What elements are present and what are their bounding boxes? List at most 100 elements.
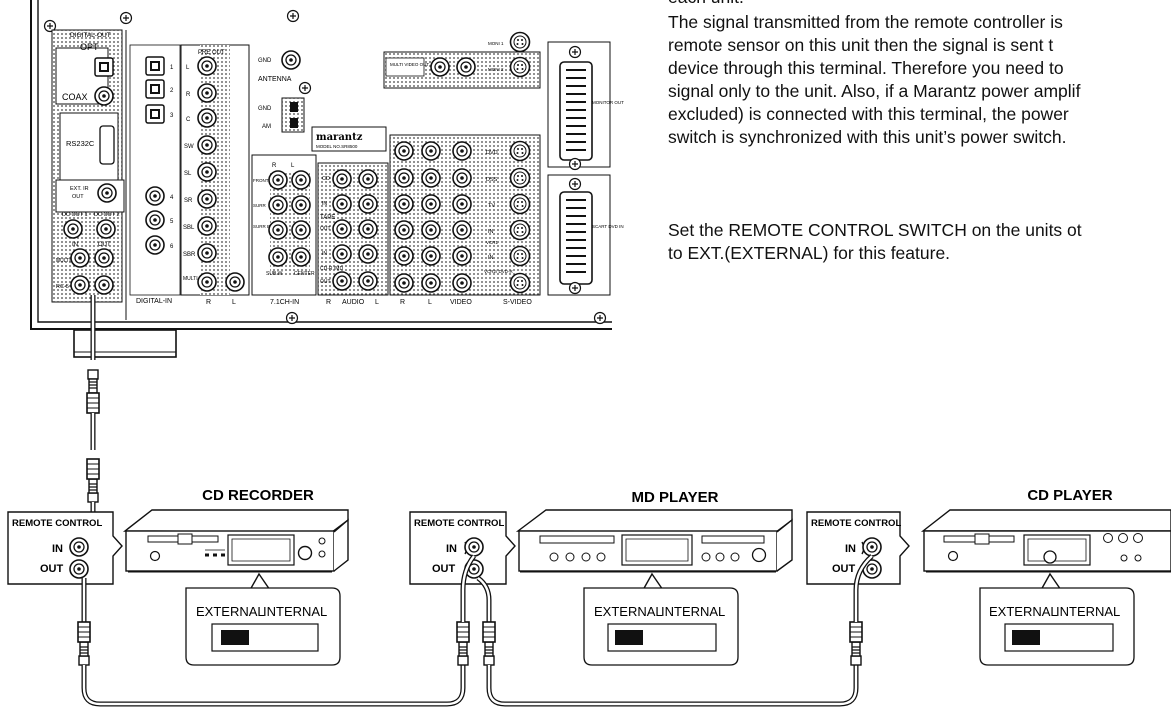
rca-plug-icon bbox=[850, 622, 862, 665]
remote-control-label: REMOTE CONTROL bbox=[414, 518, 504, 529]
monitor-out-label: MONITOR OUT bbox=[592, 100, 624, 105]
tape-label: TAPE bbox=[320, 215, 335, 221]
s-video-jack-icon bbox=[511, 169, 530, 188]
video-jack-icon bbox=[422, 142, 440, 160]
scart-screw-icon bbox=[570, 159, 581, 170]
ext-ir-jack-icon bbox=[98, 184, 116, 202]
center-label: CENTER bbox=[294, 271, 315, 277]
rca-plug-icon bbox=[87, 459, 99, 502]
video-jack-icon bbox=[395, 247, 413, 265]
source-label: DSS bbox=[486, 177, 498, 183]
cd-label: CD bbox=[322, 176, 330, 182]
display-icon bbox=[622, 535, 692, 565]
ext-ir-label: EXT. IR bbox=[70, 186, 89, 192]
multi-video-jack-icon bbox=[457, 58, 475, 76]
video-jack-icon bbox=[453, 169, 471, 187]
panel-screw-icon bbox=[287, 313, 298, 324]
panel-screw-icon bbox=[595, 313, 606, 324]
switch-knob-external bbox=[1012, 630, 1040, 645]
brand-logo: marantz bbox=[316, 132, 363, 143]
audio-jack-icon bbox=[333, 195, 351, 213]
audio-jack-icon bbox=[359, 220, 377, 238]
front-label: FRONT bbox=[253, 178, 269, 183]
dc-out2-label: DC OUT 2 bbox=[94, 212, 120, 218]
antenna-screw-icon bbox=[300, 83, 311, 94]
dc-out1-label: DC OUT 1 bbox=[62, 212, 88, 218]
audio-jack-icon bbox=[359, 195, 377, 213]
s-video-jack-icon bbox=[511, 247, 530, 266]
gnd-terminal-icon bbox=[282, 51, 300, 69]
video-jack-icon bbox=[453, 195, 471, 213]
remote-in-jack-icon bbox=[70, 538, 88, 556]
am-gnd-label: GND bbox=[258, 106, 272, 112]
audio-r-label: R bbox=[326, 299, 331, 306]
scart-dvd-in-icon bbox=[560, 192, 592, 284]
in-label: IN bbox=[845, 543, 856, 555]
pre-out-channel: SL bbox=[184, 171, 192, 177]
dc-out2-jack-icon bbox=[97, 220, 115, 238]
ch71-jack-icon bbox=[292, 221, 310, 239]
pre-out-label: PRE OUT bbox=[198, 50, 225, 56]
rc5-out-jack-icon bbox=[95, 276, 113, 294]
scart-screw-icon bbox=[570, 47, 581, 58]
cdr-out-label: OUT bbox=[320, 279, 331, 285]
s-video-jack-icon bbox=[511, 195, 530, 214]
rc5-in-jack-icon bbox=[71, 276, 89, 294]
ch71-jack-icon bbox=[292, 171, 310, 189]
optical-out-jack-icon bbox=[95, 58, 113, 76]
pre-out-channel: SW bbox=[184, 144, 194, 150]
multi-video-out-label: MULTI VIDEO OUT bbox=[390, 62, 429, 67]
digital-in-label: DIGITAL-IN bbox=[136, 298, 172, 305]
pre-out-jack-icon bbox=[198, 163, 216, 181]
gnd-label: GND bbox=[258, 58, 272, 64]
video-jack-icon bbox=[422, 247, 440, 265]
video-jack-icon bbox=[453, 221, 471, 239]
out-label: OUT bbox=[432, 563, 456, 575]
pre-out-channel: SBL bbox=[183, 225, 195, 231]
pre-out-jack-icon bbox=[198, 136, 216, 154]
multi-rc-out-jack-icon bbox=[95, 249, 113, 267]
video-label: VIDEO bbox=[450, 299, 472, 306]
remote-in-jack-icon bbox=[863, 538, 881, 556]
video-jack-icon bbox=[395, 274, 413, 292]
digital-in-optical-icon bbox=[146, 57, 164, 75]
scart-dvd-label: SCART DVD IN bbox=[592, 224, 624, 229]
rca-plug-icon bbox=[457, 622, 469, 665]
video-jack-icon bbox=[395, 142, 413, 160]
display-icon bbox=[228, 535, 294, 565]
video-jack-icon bbox=[422, 195, 440, 213]
surr-label: SURR bbox=[253, 203, 267, 208]
ch71-r-label: R bbox=[272, 163, 277, 169]
source-label: IN bbox=[488, 229, 494, 235]
monitor-s-video-icon bbox=[511, 33, 530, 52]
cd-player-title: CD PLAYER bbox=[1027, 487, 1112, 504]
multi-video-jack-icon bbox=[431, 58, 449, 76]
multi-out-r-label: R bbox=[206, 299, 211, 306]
remote-control-label: REMOTE CONTROL bbox=[12, 518, 102, 529]
multi-rc-in-jack-icon bbox=[71, 249, 89, 267]
coax-out-jack-icon bbox=[95, 87, 113, 105]
md-player-title: MD PLAYER bbox=[632, 489, 719, 506]
video-jack-icon bbox=[422, 274, 440, 292]
switch-internal-label: INTERNAL bbox=[661, 604, 725, 619]
rs232c-port-icon bbox=[100, 126, 114, 164]
digital-in-optical-icon bbox=[146, 105, 164, 123]
pre-out-jack-icon bbox=[198, 57, 216, 75]
switch-external-label: EXTERNAL bbox=[594, 604, 663, 619]
ch71-jack-icon bbox=[292, 248, 310, 266]
video-jack-icon bbox=[453, 247, 471, 265]
video-jack-icon bbox=[453, 274, 471, 292]
remote-out-jack-icon bbox=[70, 560, 88, 578]
ch71-in-label: 7.1CH-IN bbox=[270, 299, 299, 306]
audio-jack-icon bbox=[333, 220, 351, 238]
multi-rc-out-label: OUT bbox=[98, 242, 111, 248]
multi-out-jack-icon bbox=[198, 273, 216, 291]
video-jack-icon bbox=[453, 142, 471, 160]
remote-control-label: REMOTE CONTROL bbox=[811, 518, 901, 529]
cdr-md-label: CD-R /MD bbox=[320, 266, 343, 272]
moni2-label: MONI 2 bbox=[488, 67, 504, 72]
rca-plug-icon bbox=[87, 370, 99, 413]
receiver-rear-panel: DIGITAL-OUT OPT COAX RS232C EXT. IR OUT … bbox=[31, 0, 624, 357]
digital-in-coax-icon bbox=[146, 187, 164, 205]
video-jack-icon bbox=[422, 221, 440, 239]
